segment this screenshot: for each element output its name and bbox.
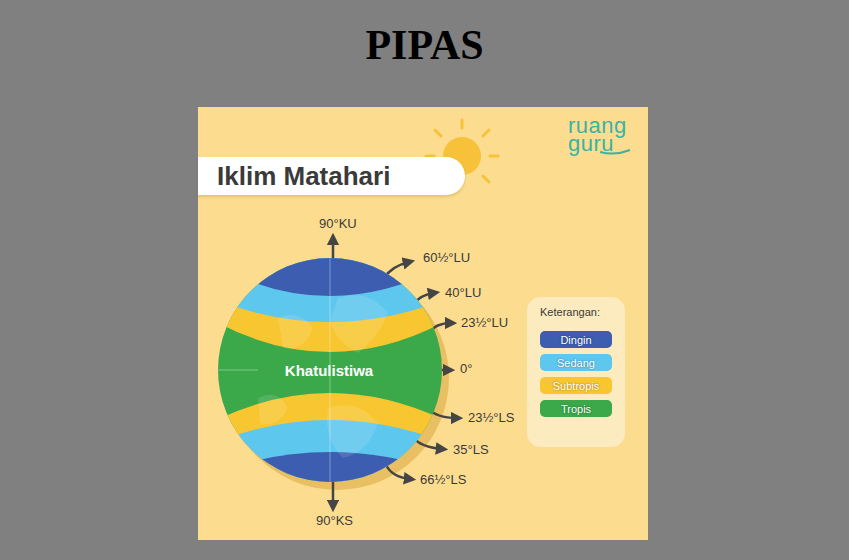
continent-shape (258, 395, 288, 424)
brand-logo: ruang guru (568, 117, 627, 153)
legend-text: Tropis (561, 403, 591, 415)
legend-swatch: Tropis (540, 400, 612, 417)
legend-swatch: Sedang (540, 354, 612, 371)
continent-shape (327, 405, 378, 458)
continent-shape (330, 295, 388, 353)
latitude-label: 60½°LU (423, 250, 470, 266)
legend-swatch: Subtropis (540, 377, 612, 394)
latitude-label: 23½°LU (461, 315, 508, 331)
latitude-label: 40°LU (445, 285, 481, 301)
globe-circle: Khatulistiwa (218, 258, 442, 482)
banner-title: Iklim Matahari (217, 161, 390, 192)
equator-label: Khatulistiwa (218, 361, 442, 381)
latitude-label: 66½°LS (420, 472, 466, 488)
legend-swatch: Dingin (540, 331, 612, 348)
equator-line (218, 370, 258, 371)
page-title: PIPAS (0, 20, 849, 70)
latitude-label: 90°KS (316, 513, 353, 529)
legend-text: Sedang (557, 357, 595, 369)
latitude-label: 90°KU (319, 216, 357, 232)
latitude-label: 0° (460, 361, 472, 377)
legend-text: Subtropis (553, 380, 599, 392)
legend-heading: Keterangan: (540, 306, 612, 318)
latitude-label: 23½°LS (468, 410, 514, 426)
latitude-label: 35°LS (453, 442, 489, 458)
title-banner: Iklim Matahari (198, 157, 465, 195)
legend-text: Dingin (560, 334, 591, 346)
continent-shape (278, 315, 313, 349)
legend-panel: Keterangan: DinginSedangSubtropisTropis (527, 297, 625, 447)
